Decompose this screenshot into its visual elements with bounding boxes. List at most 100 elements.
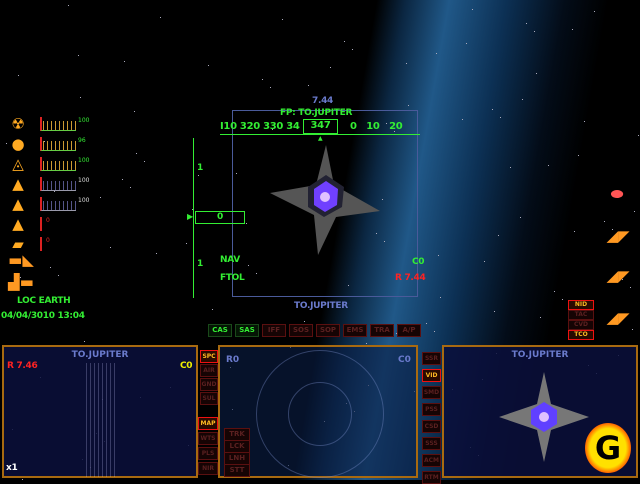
- star: [408, 105, 409, 106]
- star: [366, 343, 367, 344]
- fighter-icon[interactable]: ▬◣: [8, 251, 34, 269]
- star: [80, 97, 81, 98]
- sun-icon[interactable]: ●: [11, 135, 25, 153]
- star: [348, 285, 349, 286]
- star: [384, 241, 385, 242]
- star: [160, 17, 161, 18]
- left-mode-spc[interactable]: SPC: [200, 350, 218, 363]
- system-button-ap[interactable]: A/P: [397, 324, 421, 337]
- side-tco-button[interactable]: TCO: [568, 330, 594, 340]
- star: [110, 247, 111, 248]
- star: [540, 317, 541, 318]
- radar-panel: R0 C0: [218, 345, 418, 478]
- flight-plan-label: FP: TO.JUPITER: [280, 108, 353, 118]
- star: [282, 19, 283, 20]
- system-button-sos[interactable]: SOS: [289, 324, 313, 337]
- star: [604, 221, 605, 222]
- star: [344, 41, 345, 42]
- gamespot-logo: G: [585, 423, 631, 473]
- gauge-value: 0: [46, 217, 50, 224]
- star: [630, 287, 631, 288]
- star: [248, 265, 249, 266]
- star: [572, 29, 573, 30]
- star: [270, 87, 271, 88]
- star: [526, 23, 527, 24]
- side-tac-button[interactable]: TAC: [568, 310, 594, 320]
- left-view-nir[interactable]: NIR: [198, 462, 218, 475]
- system-button-sop[interactable]: SOP: [316, 324, 340, 337]
- gauge-bar: [40, 117, 76, 131]
- left-map-panel: TO.JUPITER R 7.46 C0 x1: [2, 345, 198, 478]
- space-station[interactable]: [270, 145, 382, 255]
- triangle-icon[interactable]: ▲: [12, 175, 24, 193]
- star: [376, 233, 377, 234]
- heading-box: 347: [303, 119, 338, 134]
- gauge-value: 0: [46, 237, 50, 244]
- hud-range: R 7.44: [395, 273, 426, 283]
- video-station: [499, 372, 589, 462]
- star: [466, 43, 467, 44]
- video-csd-button[interactable]: CSD: [422, 420, 441, 433]
- star: [20, 277, 21, 278]
- star: [472, 9, 473, 10]
- ship-icon-2[interactable]: ◢◤: [606, 267, 630, 285]
- star: [272, 129, 273, 130]
- striped-triangle-icon[interactable]: ▲: [12, 195, 24, 213]
- video-pss-button[interactable]: PSS: [422, 403, 441, 416]
- capsule-icon[interactable]: ▰: [12, 235, 24, 253]
- star: [58, 275, 59, 276]
- video-acm-button[interactable]: ACM: [422, 454, 441, 467]
- star: [18, 75, 19, 76]
- gauge-value: 100: [78, 177, 90, 184]
- gauge-value: 100: [78, 197, 90, 204]
- side-cvd-button[interactable]: CVD: [568, 320, 594, 330]
- star: [634, 211, 635, 212]
- target-label: TO.JUPITER: [294, 301, 348, 311]
- map-grid: [86, 363, 116, 477]
- system-button-ems[interactable]: EMS: [343, 324, 367, 337]
- star: [536, 73, 537, 74]
- system-button-iff[interactable]: IFF: [262, 324, 286, 337]
- star: [50, 267, 51, 268]
- ship-icon-3[interactable]: ◢◤: [606, 309, 630, 327]
- ladder-bottom-label: 1: [197, 259, 203, 269]
- left-view-pls[interactable]: PLS: [198, 447, 218, 460]
- cone-icon[interactable]: ▲: [12, 215, 24, 233]
- video-vid-button[interactable]: VID: [422, 369, 441, 382]
- star: [192, 209, 193, 210]
- datetime-label: 04/04/3010 13:04: [1, 311, 85, 321]
- system-button-cas[interactable]: CAS: [208, 324, 232, 337]
- heading-tape-left: I10 320 330 34: [220, 121, 300, 132]
- ladder-top-label: 1: [197, 163, 203, 173]
- radar-stt-button[interactable]: STT: [224, 464, 250, 477]
- star: [130, 187, 131, 188]
- ship-icon-1[interactable]: ◢◤: [606, 227, 630, 245]
- star: [484, 261, 485, 262]
- star: [186, 243, 187, 244]
- missile-icon[interactable]: ⬬: [610, 185, 624, 203]
- shield-triangle-icon[interactable]: ◬: [12, 155, 24, 173]
- left-view-wts[interactable]: WTS: [198, 432, 218, 445]
- video-smd-button[interactable]: SMD: [422, 386, 441, 399]
- video-sss-button[interactable]: SSS: [422, 437, 441, 450]
- star: [136, 153, 137, 154]
- star: [406, 63, 407, 64]
- video-rtm-button[interactable]: RTM: [422, 471, 441, 484]
- radiation-icon[interactable]: ☢: [11, 115, 25, 133]
- tank-icon[interactable]: ▟▬: [8, 273, 34, 291]
- star: [198, 175, 199, 176]
- left-view-map[interactable]: MAP: [198, 417, 218, 430]
- gauge-bar: [40, 197, 76, 211]
- mode-ftol: FTOL: [220, 273, 245, 283]
- side-nid-button[interactable]: NID: [568, 300, 594, 310]
- left-mode-air[interactable]: AIR: [200, 364, 218, 377]
- video-ssr-button[interactable]: SSR: [422, 352, 441, 365]
- star: [84, 341, 85, 342]
- system-button-sas[interactable]: SAS: [235, 324, 259, 337]
- left-mode-sul[interactable]: SUL: [200, 392, 218, 405]
- star: [578, 155, 579, 156]
- star: [6, 143, 7, 144]
- left-mode-gnd[interactable]: GND: [200, 378, 218, 391]
- system-button-tra[interactable]: TRA: [370, 324, 394, 337]
- star: [134, 111, 135, 112]
